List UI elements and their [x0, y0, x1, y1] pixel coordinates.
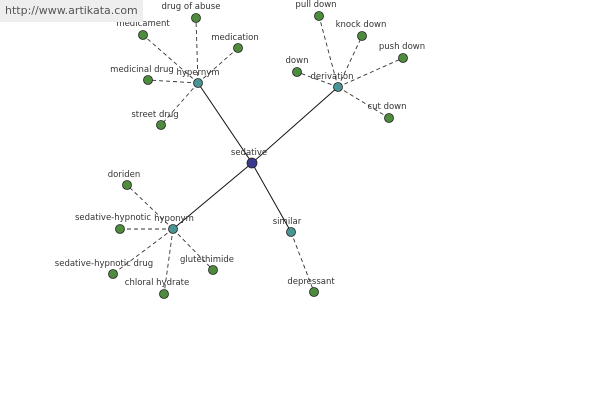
node-label-down[interactable]: down — [286, 56, 309, 66]
node-derivation[interactable] — [333, 82, 343, 92]
node-label-cut-down[interactable]: cut down — [367, 102, 406, 112]
edge-hyponym-doriden — [126, 184, 174, 230]
node-knock-down[interactable] — [357, 31, 367, 41]
node-depressant[interactable] — [309, 287, 319, 297]
edge-derivation-knock_down — [337, 35, 363, 88]
node-label-hyponym[interactable]: hyponym — [154, 214, 194, 224]
node-doriden[interactable] — [122, 180, 132, 190]
edge-hyponym-sedative_hypnotic_drug — [112, 228, 174, 275]
edge-hyponym-glutethimide — [172, 228, 214, 271]
node-label-street-drug[interactable]: street drug — [131, 110, 178, 120]
node-label-medicinal-drug[interactable]: medicinal drug — [110, 65, 174, 75]
node-drug-of-abuse[interactable] — [191, 13, 201, 23]
edge-similar-depressant — [290, 231, 315, 293]
node-label-push-down[interactable]: push down — [379, 42, 425, 52]
edge-derivation-cut_down — [337, 86, 390, 119]
edge-sedative-similar — [251, 162, 292, 233]
node-cut-down[interactable] — [384, 113, 394, 123]
node-street-drug[interactable] — [156, 120, 166, 130]
node-hyponym[interactable] — [168, 224, 178, 234]
edge-sedative-hypernym — [197, 82, 253, 164]
node-similar[interactable] — [286, 227, 296, 237]
node-label-pull-down[interactable]: pull down — [295, 0, 336, 10]
node-down[interactable] — [292, 67, 302, 77]
node-medication[interactable] — [233, 43, 243, 53]
edge-hypernym-drug_of_abuse — [195, 17, 199, 84]
node-sedative[interactable] — [246, 157, 258, 169]
node-chloral-hydrate[interactable] — [159, 289, 169, 299]
node-medicament[interactable] — [138, 30, 148, 40]
node-label-medicament[interactable]: medicament — [116, 19, 170, 29]
edge-derivation-pull_down — [318, 15, 339, 88]
node-glutethimide[interactable] — [208, 265, 218, 275]
node-label-knock-down[interactable]: knock down — [336, 20, 387, 30]
node-label-doriden[interactable]: doriden — [108, 170, 140, 180]
labels-layer: sedative hypernym derivation hyponym similar… — [55, 0, 425, 288]
node-label-sedative-hypnotic-drug[interactable]: sedative-hypnotic drug — [55, 259, 153, 269]
watermark-url[interactable]: http://www.artikata.com — [0, 0, 143, 22]
edge-hyponym-chloral_hydrate — [163, 228, 174, 295]
node-sedative-hypnotic-drug[interactable] — [108, 269, 118, 279]
node-sedative-hypnotic[interactable] — [115, 224, 125, 234]
edge-hypernym-street_drug — [160, 82, 199, 126]
edge-derivation-down — [296, 71, 339, 88]
node-label-medication[interactable]: medication — [211, 33, 258, 43]
edge-hypernym-medication — [197, 47, 239, 84]
edge-hypernym-medicinal_drug — [147, 79, 199, 84]
node-label-depressant[interactable]: depressant — [287, 277, 335, 287]
edge-derivation-push_down — [337, 57, 404, 88]
node-push-down[interactable] — [398, 53, 408, 63]
edge-hypernym-medicament — [142, 34, 199, 84]
node-pull-down[interactable] — [314, 11, 324, 21]
node-label-hypernym[interactable]: hypernym — [176, 68, 219, 78]
node-label-drug-of-abuse[interactable]: drug of abuse — [162, 2, 221, 12]
node-label-glutethimide[interactable]: glutethimide — [180, 255, 234, 265]
node-label-chloral-hydrate[interactable]: chloral hydrate — [125, 278, 189, 288]
node-label-similar[interactable]: similar — [273, 217, 302, 227]
node-medicinal-drug[interactable] — [143, 75, 153, 85]
edges-layer — [112, 15, 404, 295]
edge-sedative-derivation — [251, 86, 339, 164]
node-hypernym[interactable] — [193, 78, 203, 88]
edge-sedative-hyponym — [172, 162, 253, 230]
node-label-derivation[interactable]: derivation — [310, 72, 353, 82]
node-label-sedative-hypnotic[interactable]: sedative-hypnotic — [75, 213, 151, 223]
node-label-sedative[interactable]: sedative — [231, 148, 267, 158]
nodes-layer — [108, 11, 408, 299]
